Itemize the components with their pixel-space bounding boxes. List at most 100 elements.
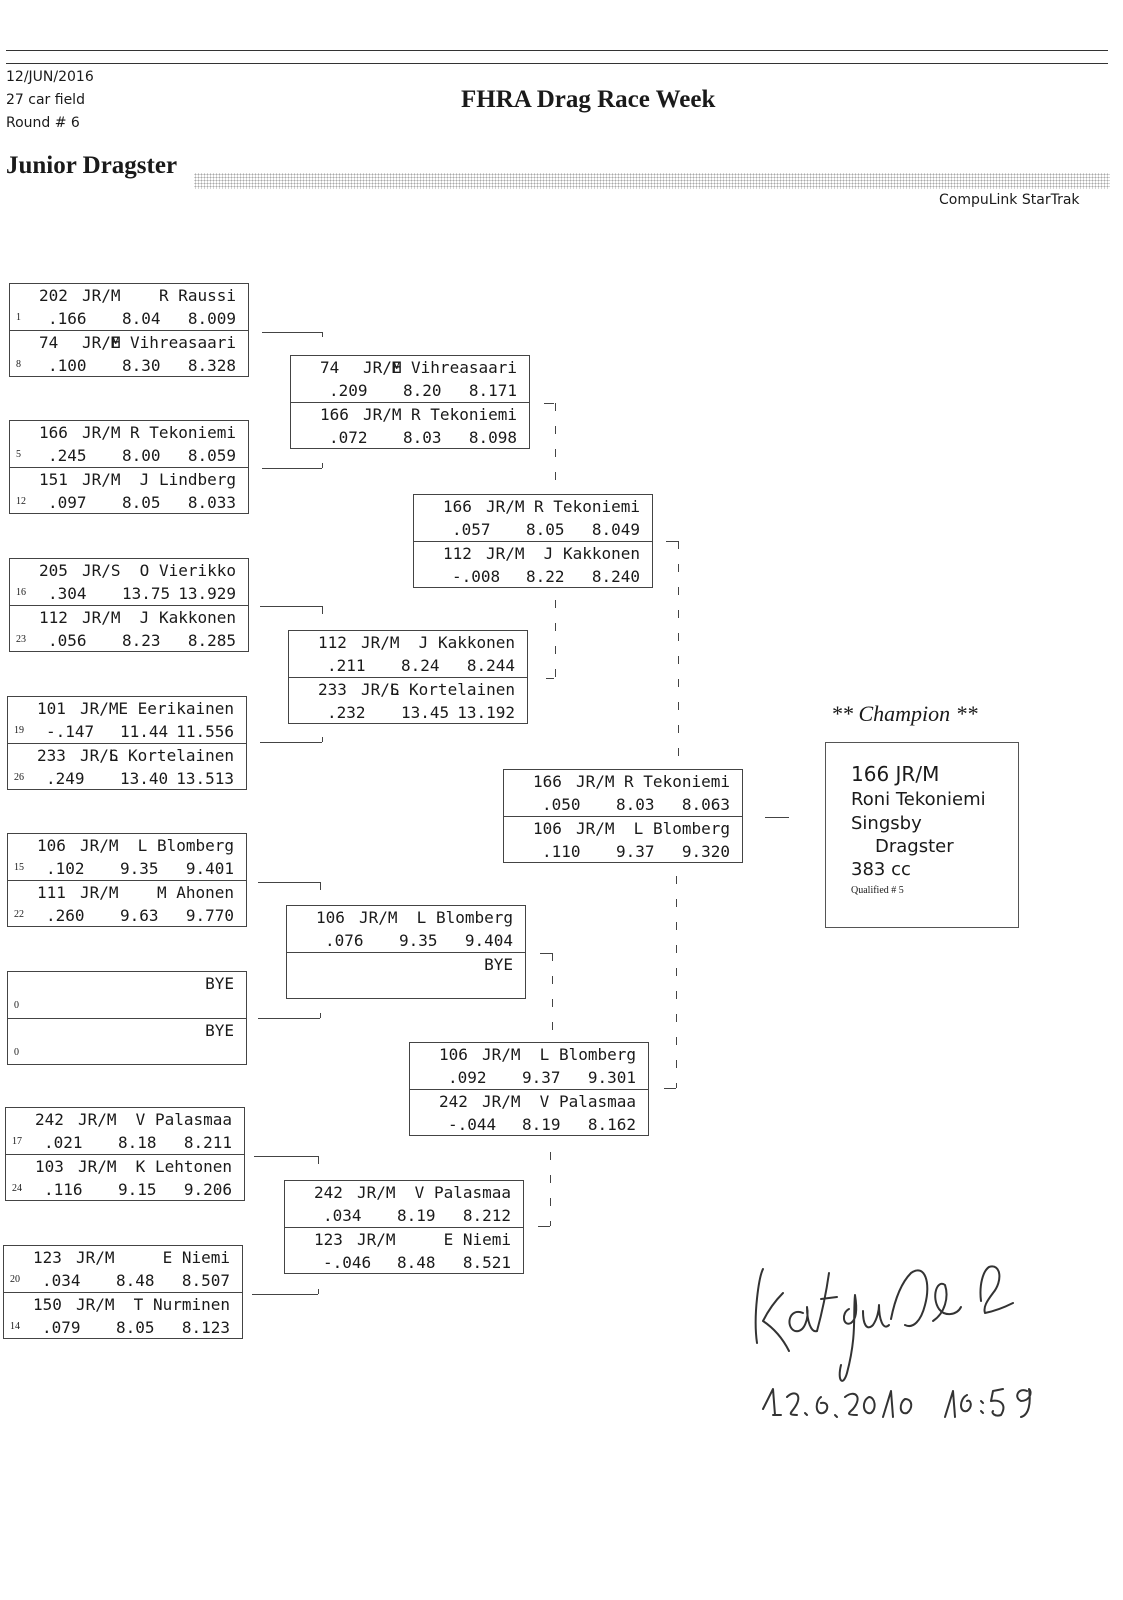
connector-line [552, 1022, 553, 1030]
connector-line [678, 748, 679, 756]
connector-line [260, 742, 322, 743]
seed-number: 1 [16, 312, 21, 323]
elapsed-time: 8.521 [462, 1253, 511, 1272]
lane-divider [287, 952, 525, 953]
driver-name: L Blomberg [416, 908, 513, 927]
connector-line [550, 1175, 551, 1183]
reaction-time: .056 [48, 631, 87, 650]
lane-divider [8, 743, 246, 744]
car-class: JR/M [78, 1157, 117, 1176]
car-class: JR/M [76, 1248, 115, 1267]
reaction-time: .100 [48, 356, 87, 375]
lane-divider [10, 605, 248, 606]
car-class: JR/M [363, 405, 402, 424]
car-number: 74 [320, 358, 340, 377]
car-number: 242 [314, 1183, 343, 1202]
connector-line [262, 332, 322, 333]
driver-name: V Palasmaa [414, 1183, 511, 1202]
elapsed-time: 8.098 [468, 428, 517, 447]
reaction-time: .050 [542, 795, 581, 814]
connector-line [550, 1152, 551, 1160]
lane-divider [4, 1292, 242, 1293]
connector-line [678, 541, 679, 549]
dial-in: 8.48 [397, 1253, 436, 1272]
driver-name: R Tekoniemi [624, 772, 730, 791]
car-number: 106 [316, 908, 345, 927]
car-number: 106 [533, 819, 562, 838]
elapsed-time: 8.211 [183, 1133, 232, 1152]
elapsed-time: 8.244 [466, 656, 515, 675]
dial-in: 8.30 [122, 356, 161, 375]
dial-in: 8.24 [401, 656, 440, 675]
driver-name: E Niemi [443, 1230, 511, 1249]
driver-name: J Kakkonen [418, 633, 515, 652]
elapsed-time: 8.507 [181, 1271, 230, 1290]
connector-line [676, 922, 677, 930]
driver-name: BYE [484, 955, 513, 974]
car-class: JR/S [82, 561, 121, 580]
connector-line [676, 876, 677, 884]
lane-divider [414, 541, 652, 542]
connector-line [252, 1294, 318, 1295]
dial-in: 8.19 [522, 1115, 561, 1134]
car-class: JR/M [486, 497, 525, 516]
elapsed-time: 8.171 [468, 381, 517, 400]
dial-in: 9.37 [522, 1068, 561, 1087]
connector-line [258, 882, 320, 883]
car-number: 112 [39, 608, 68, 627]
connector-line [322, 332, 323, 337]
car-class: JR/M [361, 633, 400, 652]
lane-divider [6, 1154, 244, 1155]
driver-name: R Tekoniemi [534, 497, 640, 516]
dial-in: 11.44 [120, 722, 169, 741]
connector-line [676, 1083, 677, 1088]
connector-line [678, 656, 679, 664]
seed-number: 19 [14, 725, 24, 736]
dial-in: 8.05 [116, 1318, 155, 1337]
elapsed-time: 8.033 [187, 493, 236, 512]
car-class: JR/M [486, 544, 525, 563]
elapsed-time: 9.206 [183, 1180, 232, 1199]
reaction-time: .304 [48, 584, 87, 603]
car-class: JR/M [80, 836, 119, 855]
driver-name: J Kakkonen [543, 544, 640, 563]
connector-line [552, 999, 553, 1007]
connector-line [320, 882, 321, 890]
dial-in: 8.23 [122, 631, 161, 650]
event-title: FHRA Drag Race Week [461, 86, 716, 113]
elapsed-time: 9.404 [464, 931, 513, 950]
top-rule [6, 50, 1108, 51]
seed-number: 24 [12, 1183, 22, 1194]
connector-line [538, 1226, 550, 1227]
lane-divider [285, 1227, 523, 1228]
reaction-time: .232 [327, 703, 366, 722]
car-number: 166 [443, 497, 472, 516]
driver-name: L Blomberg [137, 836, 234, 855]
driver-name: L Blomberg [539, 1045, 636, 1064]
lane-divider [410, 1089, 648, 1090]
connector-line [676, 1037, 677, 1045]
dial-in: 13.75 [122, 584, 171, 603]
reaction-time: .034 [42, 1271, 81, 1290]
seed-number: 0 [14, 1047, 19, 1058]
reaction-time: .211 [327, 656, 366, 675]
class-name: Junior Dragster [6, 152, 178, 179]
car-class: JR/M [363, 358, 402, 377]
lane-divider [291, 402, 529, 403]
car-number: 112 [443, 544, 472, 563]
car-number: 151 [39, 470, 68, 489]
elapsed-time: 8.162 [587, 1115, 636, 1134]
car-class: JR/M [80, 883, 119, 902]
car-class: JR/M [82, 286, 121, 305]
driver-name: E Vihreasaari [391, 358, 517, 377]
connector-line [555, 449, 556, 457]
